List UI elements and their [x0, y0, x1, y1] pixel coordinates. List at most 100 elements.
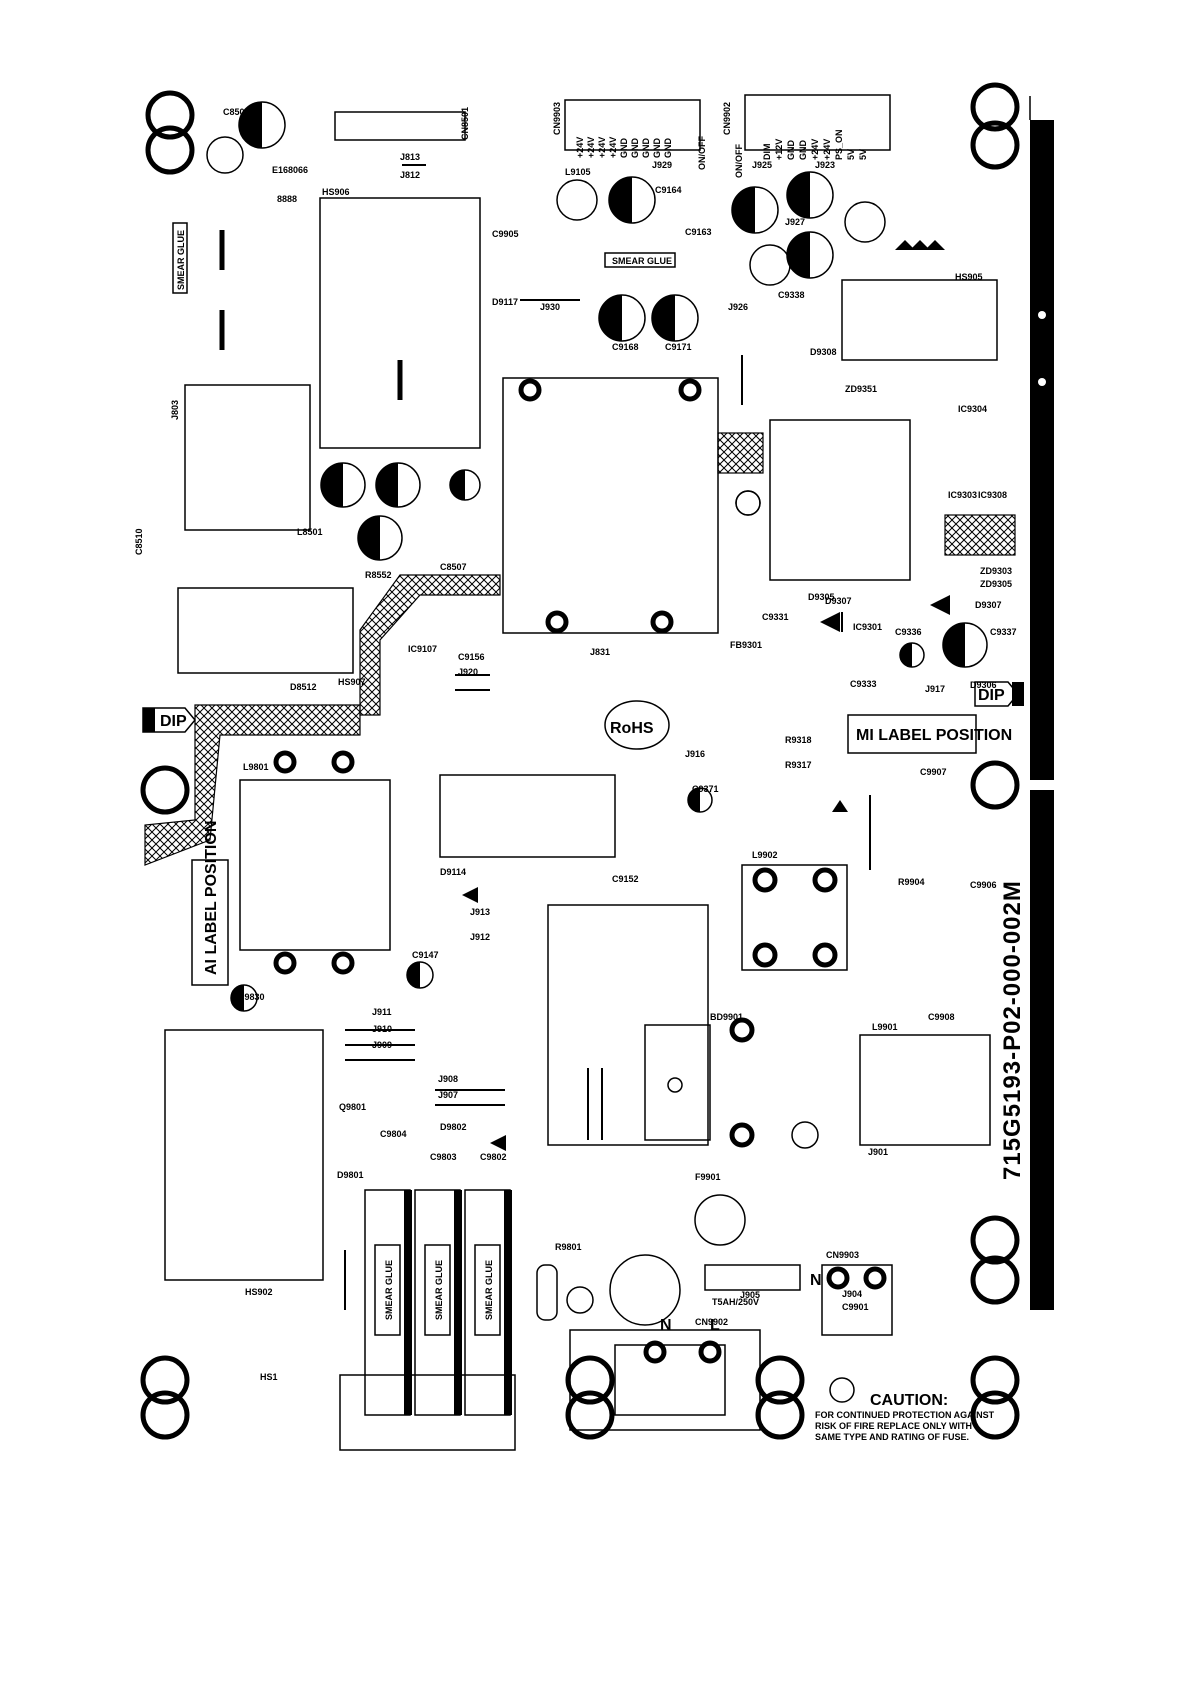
ref-zd9103: D8512: [290, 682, 317, 692]
fuse-f9901: T5AH/250V: [704, 1264, 801, 1307]
ref-c9904: HS1: [260, 1372, 278, 1382]
inlet-l-label: L: [710, 1317, 720, 1334]
cn9903-pin-7: GND: [652, 138, 662, 159]
transformer-l9801: L9801: [239, 750, 391, 975]
ref-c9338: C9338: [778, 290, 805, 300]
caution-line-1: FOR CONTINUED PROTECTION AGAINST: [815, 1410, 995, 1420]
ref-c9908: C9908: [928, 1012, 955, 1022]
caution-line-3: SAME TYPE AND RATING OF FUSE.: [815, 1432, 969, 1442]
ai-label-text: AI LABEL POSITION: [203, 821, 220, 975]
bulk-capacitors: [339, 1189, 516, 1451]
caution-line-2: RISK OF FIRE REPLACE ONLY WITH: [815, 1421, 972, 1431]
l8501-label: J803: [170, 400, 180, 420]
ref-c9830: C9830: [238, 992, 265, 1002]
cn9902-pin-6: PS_ON: [834, 129, 844, 160]
cn9902-label: CN9902: [722, 102, 732, 135]
ref-zd9351: ZD9351: [845, 384, 877, 394]
ref-c9168: C9168: [612, 342, 639, 352]
ref-c9337: C9337: [990, 627, 1017, 637]
ref-d9116: D9117: [492, 297, 518, 307]
ref-nr9901: F9901: [695, 1172, 721, 1182]
ref-c9804: C9804: [380, 1129, 407, 1139]
ref-ic9107: C8507: [440, 562, 467, 572]
ref-d9307: D9307: [975, 600, 1002, 610]
ref-c9803: C9803: [430, 1152, 457, 1162]
ref-ic9303: IC9303: [948, 490, 977, 500]
ref-l9105: L9105: [565, 167, 591, 177]
small-inductors: [206, 136, 886, 516]
mi-label-position: MI LABEL POSITION: [847, 714, 1012, 754]
ref-fb9301: FB9301: [730, 640, 762, 650]
hs902-label: HS902: [245, 1287, 273, 1297]
connector-cn9903-ac: N: [810, 1264, 893, 1336]
ref-j930: J930: [540, 302, 560, 312]
ref-cn9903b: CN9903: [826, 1250, 859, 1260]
ref-f9901: J905: [740, 1290, 760, 1300]
ref-j923: J923: [815, 160, 835, 170]
mi-label-text: MI LABEL POSITION: [856, 727, 1012, 744]
rohs-mark: RoHS: [604, 700, 670, 750]
cn9903-pin-8: GND: [663, 138, 673, 159]
mounting-holes: [140, 82, 1020, 1440]
ref-j908: J908: [438, 1074, 458, 1084]
cn9903-pin-3: +24V: [608, 137, 618, 158]
ref-j911: J911: [372, 1007, 392, 1017]
ref-d9305: D9305: [808, 592, 835, 602]
isolation-hatch: [144, 432, 1016, 866]
ref-c9331: C9331: [762, 612, 789, 622]
cn9903-pin-0: +24V: [575, 137, 585, 158]
inlet-n-label: N: [660, 1317, 672, 1334]
cn9902-pin-7: 5V: [846, 149, 856, 160]
pcb-number: 715G5193-P02-000-002M: [999, 880, 1026, 1180]
ref-j929: J929: [652, 160, 672, 170]
ref-r9318: R9318: [785, 735, 812, 745]
ref-zd9305: ZD9305: [980, 579, 1012, 589]
ref-j812: J812: [400, 170, 420, 180]
rohs-label: RoHS: [610, 720, 654, 737]
dip-arrows: DIP DIP: [142, 681, 1024, 733]
ref-d9308: D9308: [810, 347, 837, 357]
ref-j912: J912: [470, 932, 490, 942]
smear-glue-5: SMEAR GLUE: [484, 1260, 494, 1320]
ref-j901: J901: [868, 1147, 888, 1157]
ref-ic9304: IC9304: [958, 404, 987, 414]
ref-d9306: D9306: [970, 680, 997, 690]
ref-c9163: C9163: [685, 227, 712, 237]
on-off-label-2: ON/OFF: [734, 144, 744, 178]
ref-j925: J925: [752, 160, 772, 170]
ref-j913: J913: [470, 907, 490, 917]
cn9902-pin-0: DIM: [762, 144, 772, 161]
ref-c9371: C9371: [692, 784, 719, 794]
ref-c9171: C9171: [665, 342, 692, 352]
ref-j907: J907: [438, 1090, 458, 1100]
ref-d9117: C9905: [492, 229, 519, 239]
ref-j926: J926: [728, 302, 748, 312]
smear-glue-tags: SMEAR GLUE SMEAR GLUE SMEAR GLUE SMEAR G…: [172, 222, 676, 1320]
jumpers: [219, 164, 871, 1310]
hs905-label: HS905: [955, 272, 983, 282]
common-mode-chokes: L9902 L9901: [741, 850, 991, 1146]
bd9901-label: BD9901: [710, 1012, 743, 1022]
cn9903-pin-5: GND: [630, 138, 640, 159]
ref-j905: J904: [842, 1289, 862, 1299]
transformer-t9101: J831: [502, 377, 719, 657]
ref-c9906: C9906: [970, 880, 997, 890]
ref-c9336: C9336: [895, 627, 922, 637]
ref-c9820: R9801: [555, 1242, 582, 1252]
ref-c9802: C9802: [480, 1152, 507, 1162]
ref-d9114: D9114: [440, 867, 466, 877]
cn9902-pin-1: +12V: [774, 139, 784, 160]
reference-designators: C8509 J813 J812 C8510 L8501 R8552 D8512 …: [134, 107, 1017, 1382]
smear-glue-4: SMEAR GLUE: [434, 1260, 444, 1320]
ref-zd9303: ZD9303: [980, 566, 1012, 576]
smear-glue-1: SMEAR GLUE: [612, 256, 672, 266]
ref-d9802: D9802: [440, 1122, 467, 1132]
ref-j801: R8552: [365, 570, 392, 580]
t9101-label: J831: [590, 647, 610, 657]
ref-j920: C9156: [458, 652, 485, 662]
ac-inlet: N L: [569, 1317, 761, 1431]
thermistor-varistor: [536, 1194, 746, 1326]
ref-c9907: C9907: [920, 767, 947, 777]
connector-labels: CN8501 CN9903 CN9902 ON/OFF ON/OFF: [460, 102, 744, 178]
